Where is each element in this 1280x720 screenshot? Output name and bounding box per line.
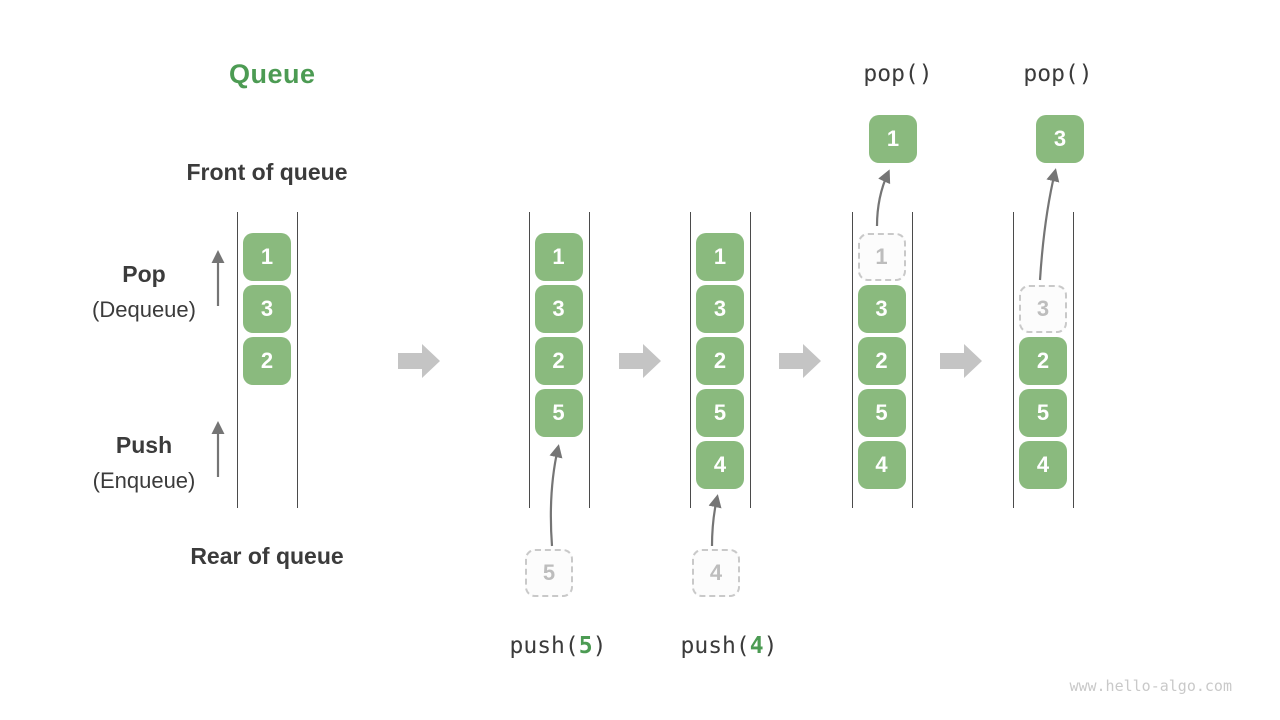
front-of-queue-label: Front of queue [186,159,348,185]
queue-cell: 5 [534,389,583,437]
queue-cell: 2 [534,337,583,385]
pop-call-label: pop() [863,61,933,87]
queue-cell: 2 [857,337,906,385]
queue-cell: 3 [696,285,744,333]
pop-label: Pop [122,261,166,287]
queue-cell: 3 [243,285,291,333]
pending-cell-ghost: 5 [525,549,573,597]
queue-cell: 3 [857,285,906,333]
queue-cell: 3 [534,285,583,333]
dequeue-label: (Dequeue) [92,297,196,322]
queue-cell: 4 [1019,441,1067,489]
queue-cell: 4 [857,441,906,489]
queue-cell: 1 [534,233,583,281]
queue-cell: 4 [696,441,744,489]
popped-cell: 1 [869,115,917,163]
push-call-suffix: ) [592,633,607,659]
popped-cell: 3 [1036,115,1084,163]
queue-cell: 1 [243,233,291,281]
push-call-arg: 4 [749,633,764,659]
push-label: Push [115,432,173,458]
watermark: www.hello-algo.com [1069,677,1232,695]
queue-cell: 2 [696,337,744,385]
enqueue-label: (Enqueue) [92,468,196,493]
queue-cell: 1 [696,233,744,281]
step-arrow-icon [398,344,440,378]
push-call-suffix: ) [763,633,778,659]
queue-cell: 2 [243,337,291,385]
pop-call-label: pop() [1023,61,1093,87]
push-call-prefix: push( [509,633,579,659]
step-arrow-icon [619,344,661,378]
diagram-title: Queue [229,59,316,89]
queue-cell: 2 [1019,337,1067,385]
push-call-label: push(4) [681,633,778,659]
queue-cell-ghost: 3 [1019,285,1067,333]
queue-cell-ghost: 1 [857,233,906,281]
queue-cell: 5 [1019,389,1067,437]
step-arrow-icon [779,344,821,378]
queue-cell: 5 [857,389,906,437]
queue-cell: 5 [696,389,744,437]
push-call-arg: 5 [578,633,593,659]
step-arrow-icon [940,344,982,378]
rear-of-queue-label: Rear of queue [190,543,344,569]
push-call-prefix: push( [680,633,750,659]
push-call-label: push(5) [510,633,607,659]
pending-cell-ghost: 4 [692,549,740,597]
